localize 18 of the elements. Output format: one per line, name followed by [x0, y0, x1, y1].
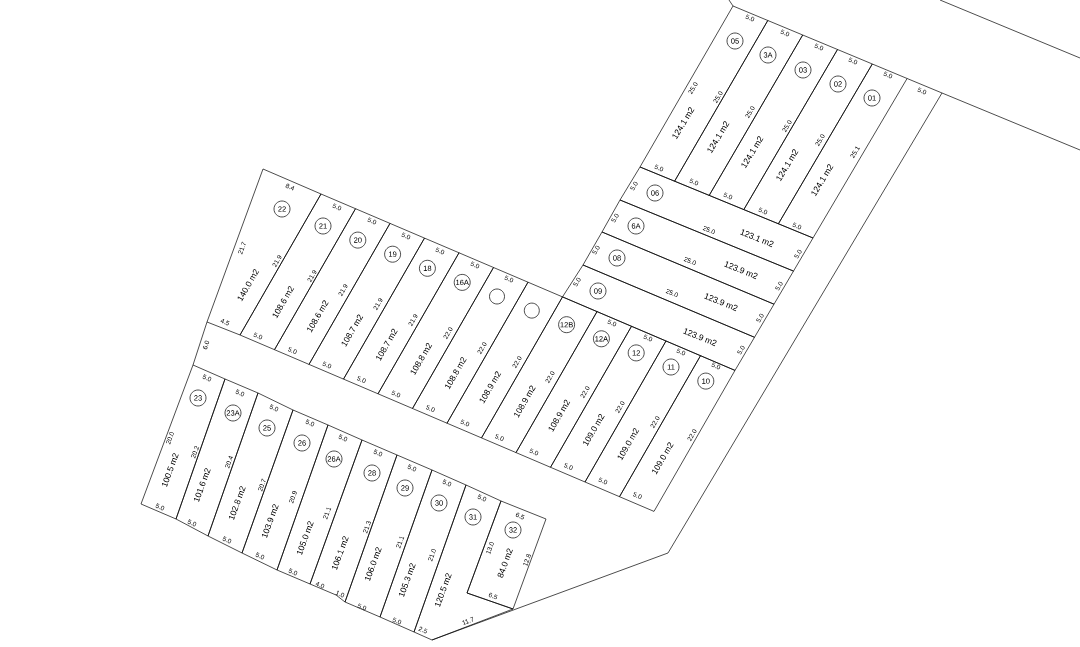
- area-label: 123.9 m2: [724, 261, 758, 280]
- area-label: 101.6 m2: [193, 468, 211, 503]
- area-label: 123.9 m2: [704, 293, 738, 312]
- lot-plot: [140, 364, 226, 520]
- area-label: 106.0 m2: [364, 547, 382, 582]
- area-label: 106.1 m2: [331, 536, 349, 571]
- area-label: 100.5 m2: [161, 453, 179, 488]
- area-label: 102.8 m2: [228, 486, 246, 521]
- area-label: 84.0 m2: [497, 548, 513, 578]
- area-label: 120.5 m2: [434, 573, 452, 608]
- lot-plot: [778, 63, 908, 239]
- area-label: 123.9 m2: [683, 328, 717, 347]
- area-label: 103.9 m2: [261, 504, 279, 539]
- area-label: 105.3 m2: [398, 563, 416, 598]
- area-label: 123.1 m2: [740, 229, 774, 248]
- area-label: 105.0 m2: [296, 521, 314, 556]
- lot-plot: [466, 500, 547, 610]
- lot-plot: [601, 199, 794, 305]
